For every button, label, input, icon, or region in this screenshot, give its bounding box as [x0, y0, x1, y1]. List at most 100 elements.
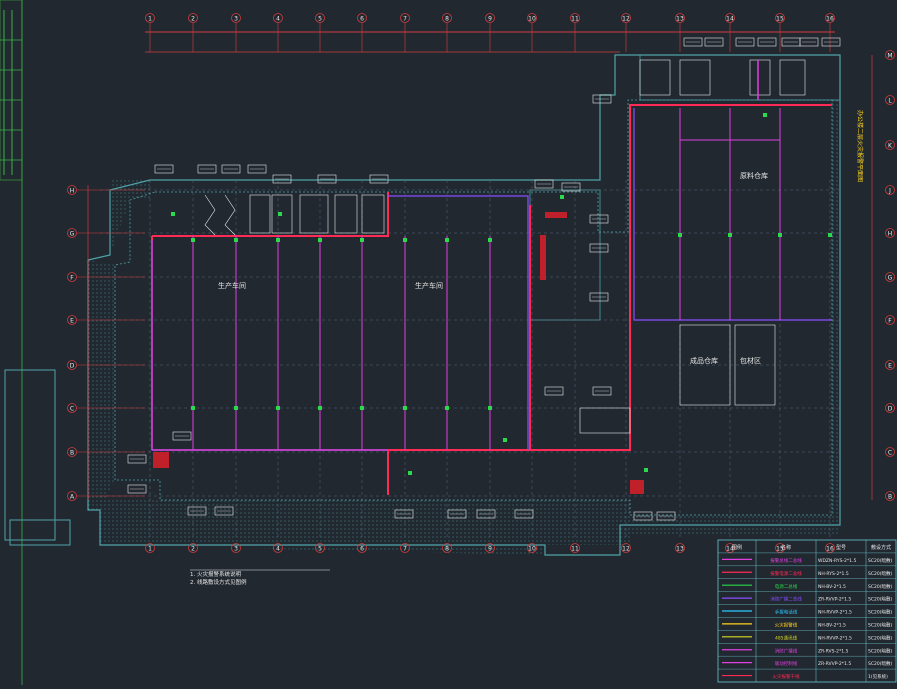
legend-name-cell: 消防广播线: [775, 647, 798, 654]
smoke-detector-marker: [191, 238, 195, 242]
axis-label-top: 10: [528, 16, 536, 23]
smoke-detector-marker: [234, 406, 238, 410]
axis-label-right: M: [887, 53, 892, 60]
smoke-detector-marker: [644, 468, 648, 472]
axis-label-left: D: [70, 363, 75, 370]
axis-label-bottom: 2: [191, 546, 195, 553]
axis-label-right: J: [888, 188, 891, 195]
axis-label-right: G: [888, 275, 893, 282]
smoke-detector-marker: [678, 233, 682, 237]
legend-model-cell: ZR-RVVP-2*1.5: [818, 597, 851, 603]
smoke-detector-marker: [191, 406, 195, 410]
legend-name-cell: 手报电话线: [775, 609, 798, 616]
device-tag-callout: [821, 37, 841, 47]
axis-label-top: 9: [488, 16, 492, 23]
axis-label-left: A: [70, 494, 75, 501]
legend-method-cell: SC20(暗敷): [868, 634, 892, 641]
axis-label-right: F: [888, 318, 892, 325]
axis-bubble-top: [400, 13, 410, 23]
axis-bubble-right: [885, 228, 895, 238]
device-tag-callout: [735, 37, 755, 47]
legend-model-cell: WDZN-RYS-2*1.5: [818, 558, 856, 564]
legend-name-cell: 485通讯线: [775, 634, 798, 641]
axis-label-top: 8: [445, 16, 449, 23]
fire-panel-east: [630, 480, 644, 494]
room-labels: 生产车间 生产车间 原料仓库 成品仓库 包材区: [218, 171, 768, 365]
smoke-detectors: [171, 113, 832, 475]
axis-bubble-right: [885, 315, 895, 325]
axis-label-left: E: [70, 318, 74, 325]
axis-bubble-left: [67, 272, 77, 282]
device-tag-callout: [589, 214, 609, 224]
axis-bubble-bottom: [315, 543, 325, 553]
legend-method-cell: SC20(暗敷): [868, 557, 892, 564]
axis-label-bottom: 1: [148, 546, 152, 553]
legend-model-cell: NH-RVVP-2*1.5: [818, 610, 852, 616]
smoke-detector-marker: [360, 238, 364, 242]
axis-bubble-bottom: [442, 543, 452, 553]
axis-bubble-top: [188, 13, 198, 23]
axis-label-left: C: [70, 406, 74, 413]
room-label-storage-a: 成品仓库: [690, 356, 718, 365]
legend-model-cell: NH-BV-2*1.5: [818, 584, 846, 590]
axis-label-bottom: 4: [276, 546, 280, 553]
axis-label-top: 2: [191, 16, 195, 23]
left-layer-strip: [0, 0, 23, 685]
device-tag-callout: [561, 182, 581, 192]
axis-bubble-left: [67, 491, 77, 501]
room-label-west-hall: 生产车间: [218, 281, 246, 290]
legend-model-cell: NH-BV-2*1.5: [818, 622, 846, 628]
legend-model-cell: NH-RVVP-2*1.5: [818, 635, 852, 641]
axis-bubble-top: [357, 13, 367, 23]
note-line-1: 1. 火灾报警系统说明: [190, 570, 241, 578]
device-tag-callout: [757, 37, 777, 47]
legend-header-cell: 型号: [836, 544, 846, 551]
device-tag-callout: [221, 164, 241, 174]
axis-bubble-top: [442, 13, 452, 23]
axis-label-top: 4: [276, 16, 280, 23]
axis-bubble-left: [67, 228, 77, 238]
smoke-detector-marker: [403, 406, 407, 410]
device-tag-callout: [683, 37, 703, 47]
smoke-detector-marker: [503, 438, 507, 442]
axis-bubble-right: [885, 50, 895, 60]
room-label-middle-hall: 生产车间: [415, 281, 443, 290]
legend-header-cell: 图例: [732, 544, 742, 551]
device-tag-callout: [197, 164, 217, 174]
smoke-detector-marker: [403, 238, 407, 242]
device-tag-callout: [633, 511, 653, 521]
axis-bubble-left: [67, 403, 77, 413]
smoke-detector-marker: [234, 238, 238, 242]
axis-label-bottom: 10: [528, 546, 536, 553]
axis-bubble-left: [67, 185, 77, 195]
axis-label-right: L: [888, 98, 892, 105]
axis-label-bottom: 7: [403, 546, 407, 553]
legend-model-cell: NH-RYS-2*1.5: [818, 571, 849, 577]
axis-bubble-top: [527, 13, 537, 23]
axis-label-left: B: [70, 450, 74, 457]
smoke-detector-marker: [318, 238, 322, 242]
smoke-detector-marker: [318, 406, 322, 410]
axis-bubble-top: [675, 13, 685, 23]
axis-bubble-left: [67, 315, 77, 325]
device-tag-callout: [589, 243, 609, 253]
room-label-east-hall: 原料仓库: [740, 171, 768, 180]
axis-bubble-right: [885, 360, 895, 370]
legend-method-cell: SC20(暗敷): [868, 596, 892, 603]
axis-bubble-top: [725, 13, 735, 23]
general-notes: 1. 火灾报警系统说明 2. 线路敷设方式见图例: [190, 569, 330, 586]
axis-bubble-bottom: [621, 543, 631, 553]
axis-bubble-bottom: [725, 543, 735, 553]
device-tag-callout: [127, 454, 147, 464]
device-tag-callout: [214, 506, 234, 516]
legend-method-cell: SC20(暗敷): [868, 609, 892, 616]
axis-label-bottom: 16: [826, 546, 834, 553]
device-tag-callout: [592, 94, 612, 104]
side-vertical-label: 办公楼二层火灾报警平面图: [856, 110, 864, 182]
axis-label-top: 13: [676, 16, 684, 23]
device-tag-callout: [187, 506, 207, 516]
